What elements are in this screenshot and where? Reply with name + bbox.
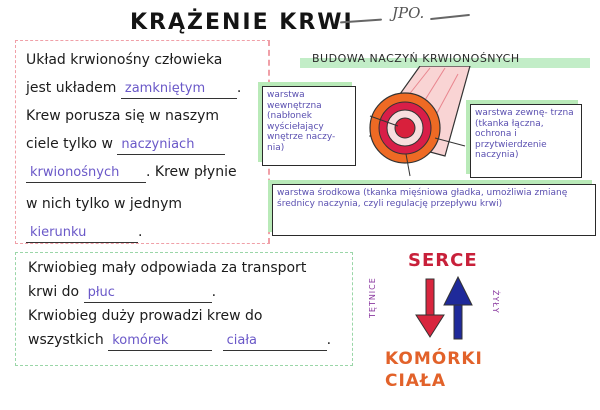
down-arrow-icon [415,278,445,338]
arteries-label: TĘTNICE [368,277,377,318]
text-line: krwionośnych. Krew płynie [26,158,266,186]
text-line: krwi do płuc. [28,280,358,304]
body-cells-label: KOMÓRKI CIAŁA [385,348,483,392]
text-line: ciele tylko w naczyniach [26,130,266,158]
section-title: BUDOWA NACZYŃ KRWIONOŚNYCH [312,52,520,65]
answer-field: krwionośnych [26,164,146,183]
text-line: Krew porusza się w naszym [26,108,220,124]
outer-layer-label: warstwa zewnę- trzna (tkanka łączna, och… [470,104,582,178]
blood-vessel-diagram [369,66,471,177]
text-fragment: wszystkich [28,332,104,348]
text-fragment: ciele tylko w [26,136,113,152]
answer-field: naczyniach [117,136,226,155]
text-line: Układ krwionośny człowieka [26,52,223,68]
signature: JPO. [392,4,425,22]
body-cells-label-line1: KOMÓRKI [385,349,483,369]
text-line: kierunku. [26,218,266,246]
circulation-text: Krwiobieg mały odpowiada za transport kr… [28,256,358,352]
answer-field: zamkniętym [120,80,237,99]
veins-label: ŻYŁY [491,290,500,314]
answer-field: ciała [222,332,327,351]
answer-field: komórek [108,332,213,351]
text-line: Krwiobieg duży prowadzi krew do [28,308,263,324]
text-line: w nich tylko w jednym [26,196,183,212]
text-line: wszystkich komórek ciała. [28,328,358,352]
text-fragment: . Krew płynie [146,164,237,180]
section-title-highlight [300,58,590,68]
up-arrow-icon [443,275,473,340]
closed-system-text: Układ krwionośny człowieka jest układem … [26,46,266,246]
circulation-arrows [415,275,473,340]
text-fragment: jest układem [26,80,117,96]
text-fragment: krwi do [28,284,80,300]
text-line: Krwiobieg mały odpowiada za transport [28,260,307,276]
circulation-box [15,252,353,366]
page-title: KRĄŻENIE KRWI [130,10,354,35]
answer-field: kierunku [26,224,138,243]
middle-layer-label: warstwa środkowa (tkanka mięśniowa gładk… [272,184,596,236]
body-cells-label-line2: CIAŁA [385,371,447,391]
heart-label: SERCE [408,250,478,271]
signature-line-right [430,13,470,20]
inner-layer-label: warstwa wewnętrzna (nabłonek wyściełając… [262,86,356,166]
text-line: jest układem zamkniętym. [26,74,266,102]
answer-field: płuc [83,284,212,303]
